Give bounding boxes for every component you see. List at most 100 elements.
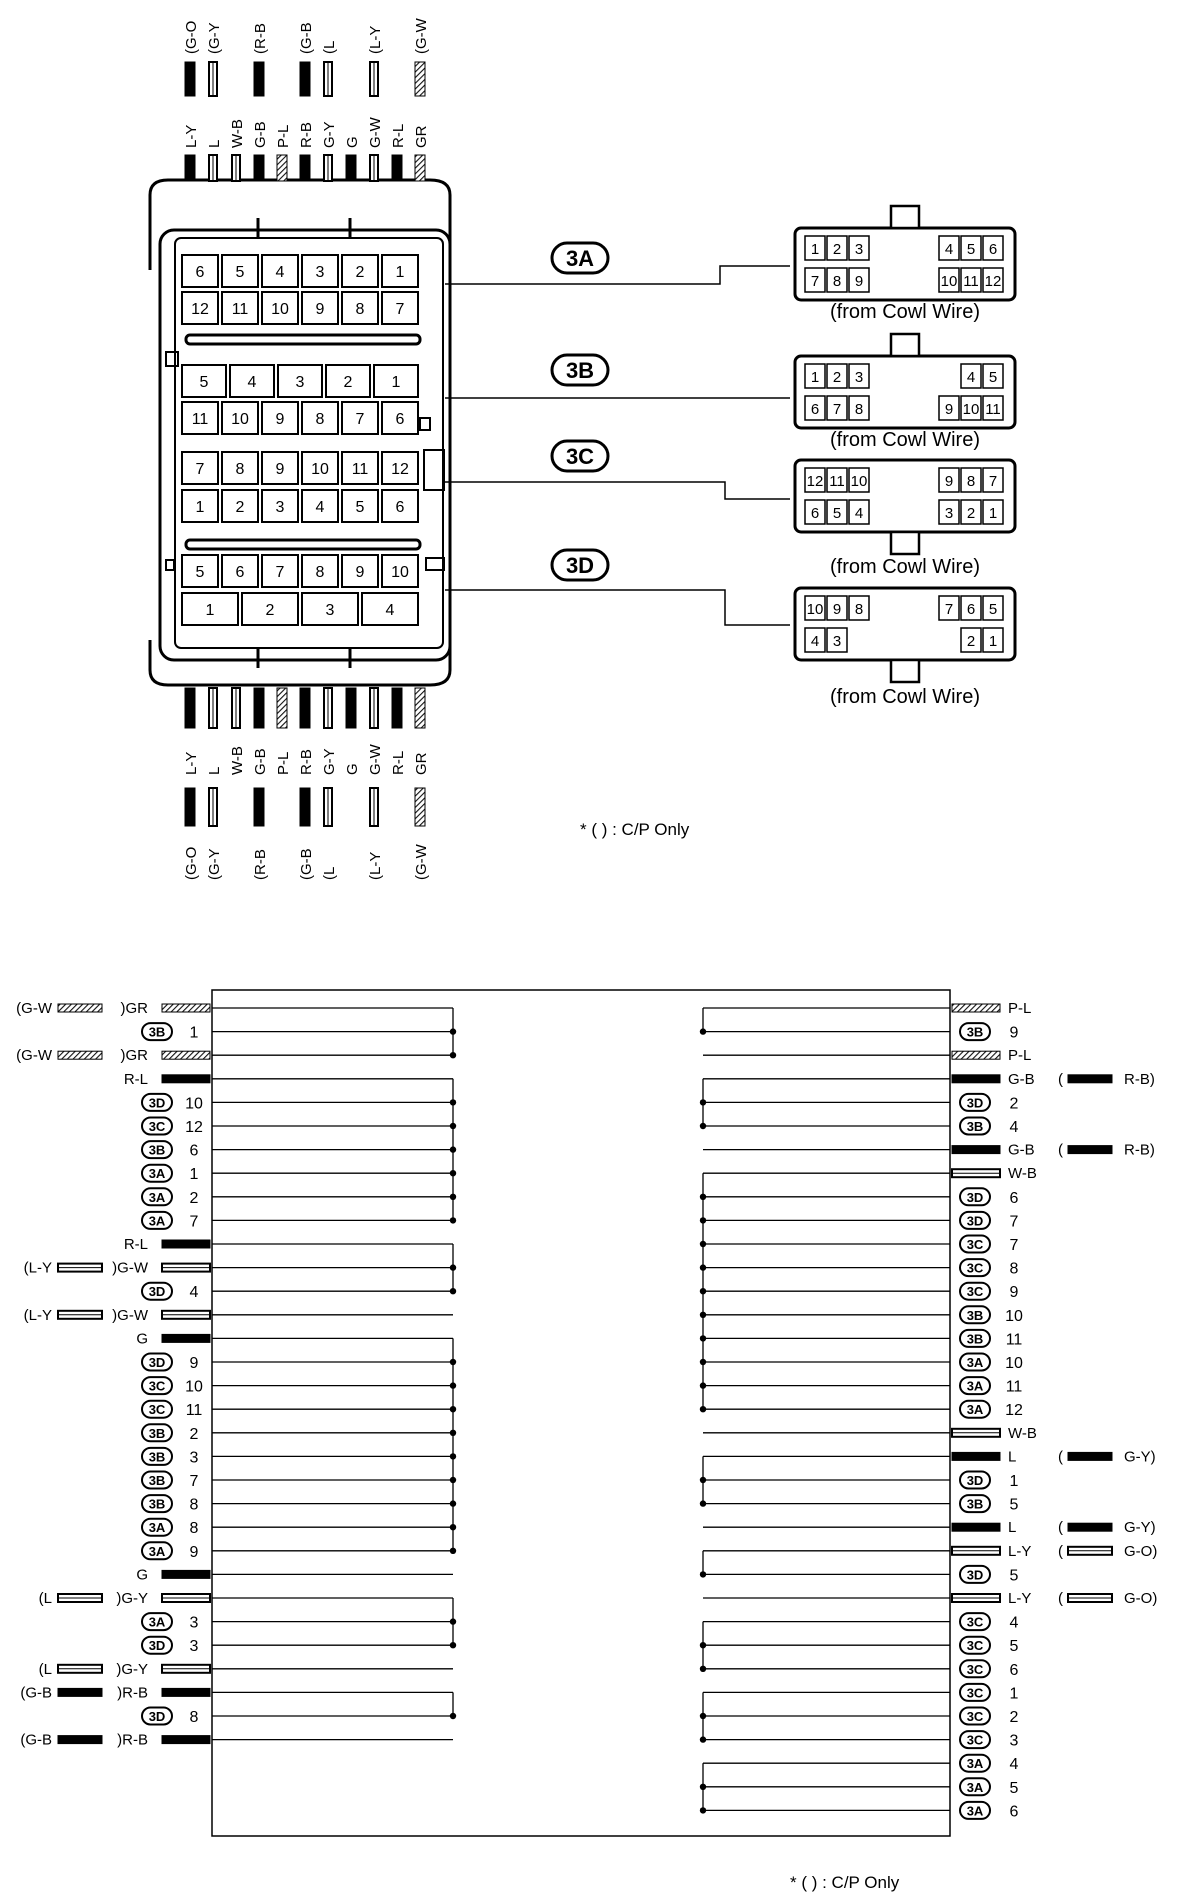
connector-pin: 1 [982, 499, 1004, 525]
connector-badge-3a: 3A [959, 1753, 991, 1773]
junction-dot [449, 1170, 457, 1177]
badge-label: 3B [967, 1308, 984, 1323]
block-cavity: 1 [181, 489, 219, 523]
connector-pin: 6 [804, 395, 826, 421]
badge-label: 3D [149, 1638, 166, 1653]
cavity-outline [181, 291, 219, 325]
wire-label: L-Y [1008, 1590, 1031, 1607]
junction-dot [699, 1240, 707, 1248]
badge-outline [959, 1352, 991, 1372]
block-cavity: 7 [341, 401, 379, 435]
pin-number: 8 [1010, 1261, 1019, 1278]
cp-wire-swatch [57, 1050, 103, 1060]
cavity-outline [221, 451, 259, 485]
pin-cell [804, 467, 826, 493]
cavity-outline [381, 451, 419, 485]
circuit-group [699, 1078, 950, 1130]
connector-pin: 2 [826, 363, 848, 389]
badge-label: 3C [967, 1237, 984, 1252]
cp-wire-swatch [57, 1735, 103, 1745]
badge-outline [141, 1612, 173, 1632]
pin-number: 4 [1010, 1119, 1019, 1136]
block-cavity: 5 [341, 489, 379, 523]
wire-label: P-L [1008, 1000, 1031, 1017]
cavity-number: 10 [391, 564, 409, 581]
cavity-outline [261, 451, 299, 485]
block-cavity: 7 [381, 291, 419, 325]
wire-label: )R-B [117, 1732, 148, 1749]
pin-number: 7 [1010, 1237, 1019, 1254]
connector-pin: 2 [826, 235, 848, 261]
wire-label: G-Y [321, 748, 338, 775]
top-wire-g: G [344, 136, 361, 182]
badge-outline [959, 1376, 991, 1396]
connector-pin: 11 [982, 395, 1004, 421]
connector-pin: 11 [960, 267, 982, 293]
cavity-outline [221, 254, 259, 288]
connector-badge-3d: 3D [959, 1564, 991, 1584]
connector-pin: 2 [960, 499, 982, 525]
cp-wire-label: (L [39, 1661, 52, 1678]
badge-outline [141, 1446, 173, 1466]
junction-dot [449, 1217, 457, 1224]
cavity-outline [341, 451, 379, 485]
connector-badge-3a: 3A [959, 1777, 991, 1797]
pin-cell [938, 595, 960, 621]
wire-swatch [951, 1003, 1001, 1013]
wire-stub [345, 687, 357, 729]
block-cavity: 5 [221, 254, 259, 288]
cavity-number: 8 [316, 564, 325, 581]
circuit-group [212, 1597, 457, 1649]
bottom-wire-g: G [344, 687, 361, 775]
bottom-wire-r-b: R-B(G-B [298, 687, 315, 880]
cavity-number: 6 [396, 411, 405, 428]
junction-dot [449, 1264, 457, 1271]
cp-wire-open-paren: ( [1058, 1590, 1063, 1607]
connector-badge-3a: 3A [959, 1800, 991, 1820]
cp-wire-swatch [1067, 1451, 1113, 1461]
wire-label: G [136, 1330, 148, 1347]
cavity-outline [261, 554, 299, 588]
wire-label: P-L [275, 752, 292, 775]
pin-number: 9 [945, 401, 953, 418]
connector-pin: 3 [848, 363, 870, 389]
block-cavity: 4 [361, 592, 419, 626]
pin-cell [960, 467, 982, 493]
cp-wire-label: (R-B [252, 23, 269, 54]
bottom-wire-w-b: W-B [229, 687, 246, 775]
pin-cell [826, 363, 848, 389]
cavity-number: 2 [266, 602, 275, 619]
cp-wire-swatch [299, 61, 311, 97]
cavity-outline [221, 489, 259, 523]
pin-number: 7 [190, 1473, 199, 1490]
cavity-number: 4 [276, 264, 285, 281]
junction-dot [699, 1500, 707, 1507]
pin-cell [960, 627, 982, 653]
cavity-outline [221, 291, 259, 325]
badge-label: 3B [967, 1331, 984, 1346]
bottom-wire-l-y: L-Y(G-O [183, 687, 200, 880]
pin-number: 10 [807, 601, 824, 618]
junction-dot [699, 1783, 707, 1791]
bottom-wire-l: L(G-Y [206, 687, 223, 880]
block-cavity: 2 [241, 592, 299, 626]
left-terminal: R-L [124, 1071, 211, 1088]
wire-stub [391, 154, 403, 182]
right-terminal: W-B [951, 1165, 1037, 1182]
cavity-number: 3 [316, 264, 325, 281]
circuit-group [699, 1007, 950, 1035]
cavity-number: 1 [206, 602, 215, 619]
badge-label: 3D [967, 1567, 984, 1582]
left-terminal: )G-W(L-Y [24, 1307, 211, 1324]
pin-number: 5 [989, 369, 997, 386]
badge-outline [141, 1210, 173, 1230]
right-terminal: G-B(R-B) [951, 1071, 1155, 1088]
